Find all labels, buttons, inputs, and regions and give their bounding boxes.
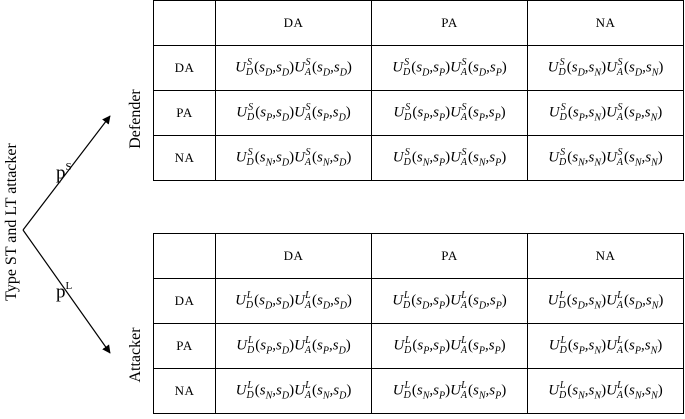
row-header: NA xyxy=(153,135,216,181)
arrow-up xyxy=(22,115,111,231)
defender-label: Defender xyxy=(127,89,144,149)
row-header: NA xyxy=(153,368,216,414)
column-header: PA xyxy=(371,233,528,279)
column-header: DA xyxy=(215,0,372,46)
column-header: PA xyxy=(371,0,528,46)
attacker-label: Attacker xyxy=(127,327,144,383)
column-header: NA xyxy=(527,0,684,46)
probability-short-term: pS xyxy=(56,161,72,184)
probability-long-term: pL xyxy=(56,280,73,303)
row-header: DA xyxy=(153,278,216,324)
column-header: DA xyxy=(215,233,372,279)
arrow-down xyxy=(22,229,111,354)
table-corner xyxy=(153,0,216,46)
row-header: DA xyxy=(153,45,216,91)
attacker-type-label: Type ST and LT attacker xyxy=(3,143,20,301)
row-header: PA xyxy=(153,90,216,136)
row-header: PA xyxy=(153,323,216,369)
column-header: NA xyxy=(527,233,684,279)
table-corner xyxy=(153,233,216,279)
